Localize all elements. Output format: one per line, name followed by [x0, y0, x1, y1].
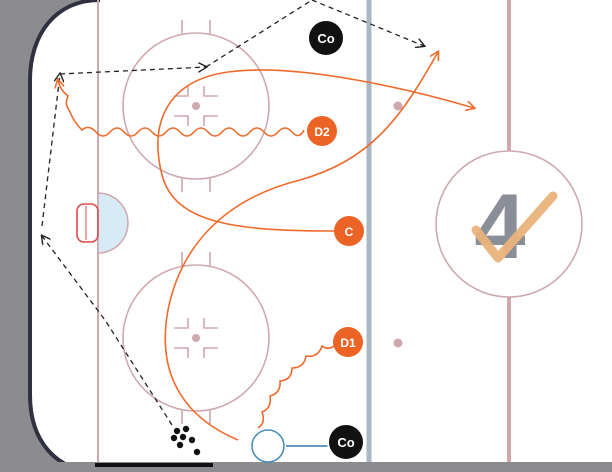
player-label-d2: D2: [314, 125, 330, 139]
faceoff-dot-bottom: [192, 334, 200, 342]
center-logo-text: 4: [474, 176, 525, 278]
d1-skate-route: [257, 341, 339, 429]
player-token-d1: D1: [333, 327, 363, 357]
center-circle: [435, 150, 583, 298]
goal-crease: [97, 192, 129, 254]
coach-token-top: Co: [307, 19, 345, 57]
puck-route-rim: [41, 74, 60, 227]
low-skate-route: [164, 52, 438, 441]
faceoff-circle-top: [122, 20, 270, 192]
d2-skate-route: [58, 80, 305, 137]
bottom-scrollbar: [95, 463, 213, 467]
neutral-dot-bottom: [393, 338, 403, 348]
faceoff-dot-top: [192, 102, 200, 110]
pass-target-ring: [251, 429, 285, 463]
coach-label-bottom: Co: [337, 435, 354, 450]
center-logo: 4: [471, 176, 558, 278]
faceoff-circle-bottom: [122, 252, 270, 424]
puck-pile: [170, 425, 201, 456]
c-skate-route: [157, 69, 474, 232]
bottom-strip: [0, 462, 612, 472]
goal-net: [76, 203, 99, 243]
player-token-c: C: [334, 216, 364, 246]
player-label-c: C: [345, 225, 354, 239]
puck-route-top: [59, 67, 206, 75]
puck-route-point: [205, 0, 313, 68]
player-token-d2: D2: [307, 116, 337, 146]
ice-surface: [30, 0, 612, 472]
checkmark-icon: [471, 191, 558, 263]
player-label-d1: D1: [340, 336, 356, 350]
neutral-dot-top: [393, 101, 403, 111]
coach-label-top: Co: [317, 31, 334, 46]
coach-token-bottom: Co: [327, 423, 365, 461]
puck-route-coach: [311, 0, 424, 46]
